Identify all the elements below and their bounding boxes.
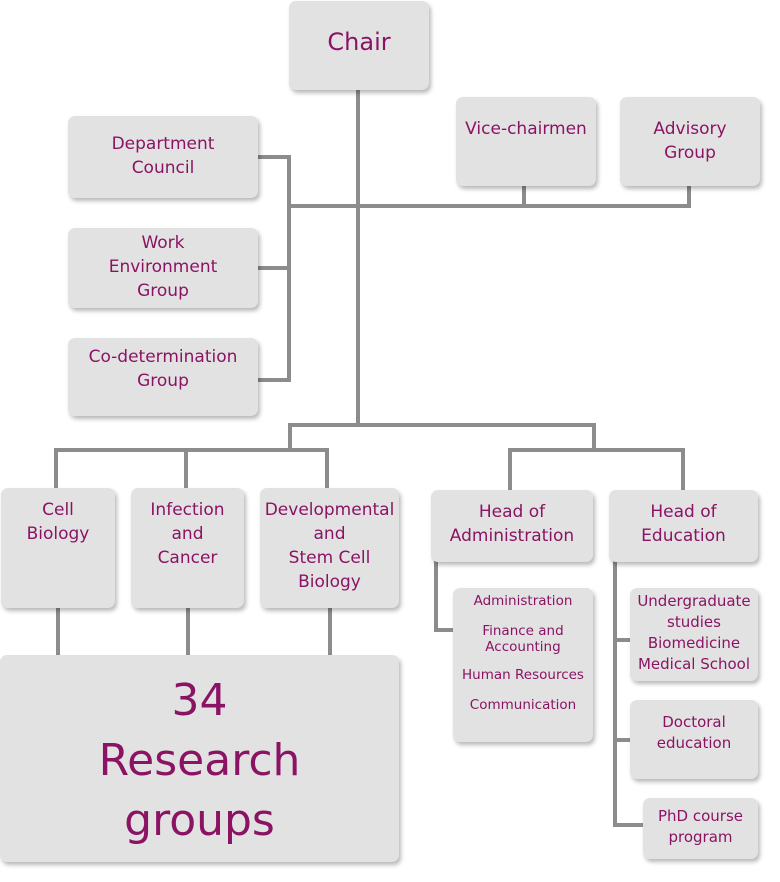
finance-accounting-label: Accounting bbox=[485, 639, 561, 655]
co-determination-group-box: Co-determination Group bbox=[68, 338, 258, 416]
infection-and-cancer-label: and bbox=[171, 524, 204, 544]
administration-unit-label: Administration bbox=[473, 593, 573, 609]
work-environment-group-label: Environment bbox=[108, 257, 218, 277]
research-groups-label: Research bbox=[98, 735, 301, 786]
cell-biology-label: Cell bbox=[42, 500, 74, 520]
doctoral-education-label: education bbox=[656, 734, 732, 752]
phd-course-program-box: PhD course program bbox=[643, 798, 758, 859]
research-groups-count: 34 bbox=[171, 675, 228, 726]
work-environment-group-label: Group bbox=[137, 281, 189, 301]
developmental-stem-cell-biology-label: Biology bbox=[298, 572, 361, 592]
finance-accounting-label: Finance and bbox=[482, 623, 564, 639]
advisory-group-label: Group bbox=[664, 143, 716, 163]
infection-and-cancer-box: Infection and Cancer bbox=[131, 488, 244, 608]
cell-biology-label: Biology bbox=[26, 524, 90, 544]
human-resources-label: Human Resources bbox=[462, 667, 584, 683]
head-of-administration-label: Head of bbox=[478, 502, 546, 522]
developmental-stem-cell-biology-label: Stem Cell bbox=[288, 548, 371, 568]
vice-chairmen-box: Vice-chairmen bbox=[456, 97, 596, 186]
research-groups-label: groups bbox=[124, 795, 275, 846]
undergraduate-studies-label: Undergraduate bbox=[637, 592, 751, 610]
department-council-label: Department bbox=[111, 134, 215, 154]
vice-chairmen-label: Vice-chairmen bbox=[465, 119, 587, 139]
phd-course-program-label: program bbox=[668, 828, 733, 846]
administration-units-box: Administration Finance and Accounting Hu… bbox=[453, 588, 593, 742]
undergraduate-studies-label: Medical School bbox=[637, 655, 751, 673]
chair-label: Chair bbox=[327, 28, 391, 56]
head-of-education-box: Head of Education bbox=[609, 490, 758, 562]
doctoral-education-box: Doctoral education bbox=[630, 700, 758, 779]
undergraduate-studies-box: Undergraduate studies Biomedicine Medica… bbox=[630, 588, 758, 681]
developmental-stem-cell-biology-label: and bbox=[313, 524, 346, 544]
advisory-group-box: Advisory Group bbox=[620, 97, 760, 186]
undergraduate-studies-label: studies bbox=[667, 613, 721, 631]
infection-and-cancer-label: Infection bbox=[150, 500, 225, 520]
research-groups-box: 34 Research groups bbox=[0, 655, 399, 862]
communication-label: Communication bbox=[469, 697, 577, 713]
co-determination-group-label: Group bbox=[137, 371, 189, 391]
head-of-education-label: Head of bbox=[650, 502, 717, 522]
head-of-administration-label: Administration bbox=[449, 526, 575, 546]
developmental-stem-cell-biology-label: Developmental bbox=[264, 500, 395, 520]
department-council-box: Department Council bbox=[68, 116, 258, 198]
work-environment-group-label: Work bbox=[141, 233, 185, 253]
head-of-education-label: Education bbox=[641, 526, 726, 546]
undergraduate-studies-label: Biomedicine bbox=[647, 634, 741, 652]
doctoral-education-label: Doctoral bbox=[662, 713, 726, 731]
cell-biology-box: Cell Biology bbox=[1, 488, 115, 608]
chair-box: Chair bbox=[289, 1, 429, 90]
developmental-stem-cell-biology-box: Developmental and Stem Cell Biology bbox=[260, 488, 399, 608]
advisory-group-label: Advisory bbox=[653, 119, 727, 139]
co-determination-group-label: Co-determination bbox=[88, 347, 238, 367]
work-environment-group-box: Work Environment Group bbox=[68, 228, 258, 308]
department-council-label: Council bbox=[131, 158, 195, 178]
head-of-administration-box: Head of Administration bbox=[431, 490, 593, 562]
phd-course-program-label: PhD course bbox=[657, 807, 743, 825]
infection-and-cancer-label: Cancer bbox=[157, 548, 218, 568]
